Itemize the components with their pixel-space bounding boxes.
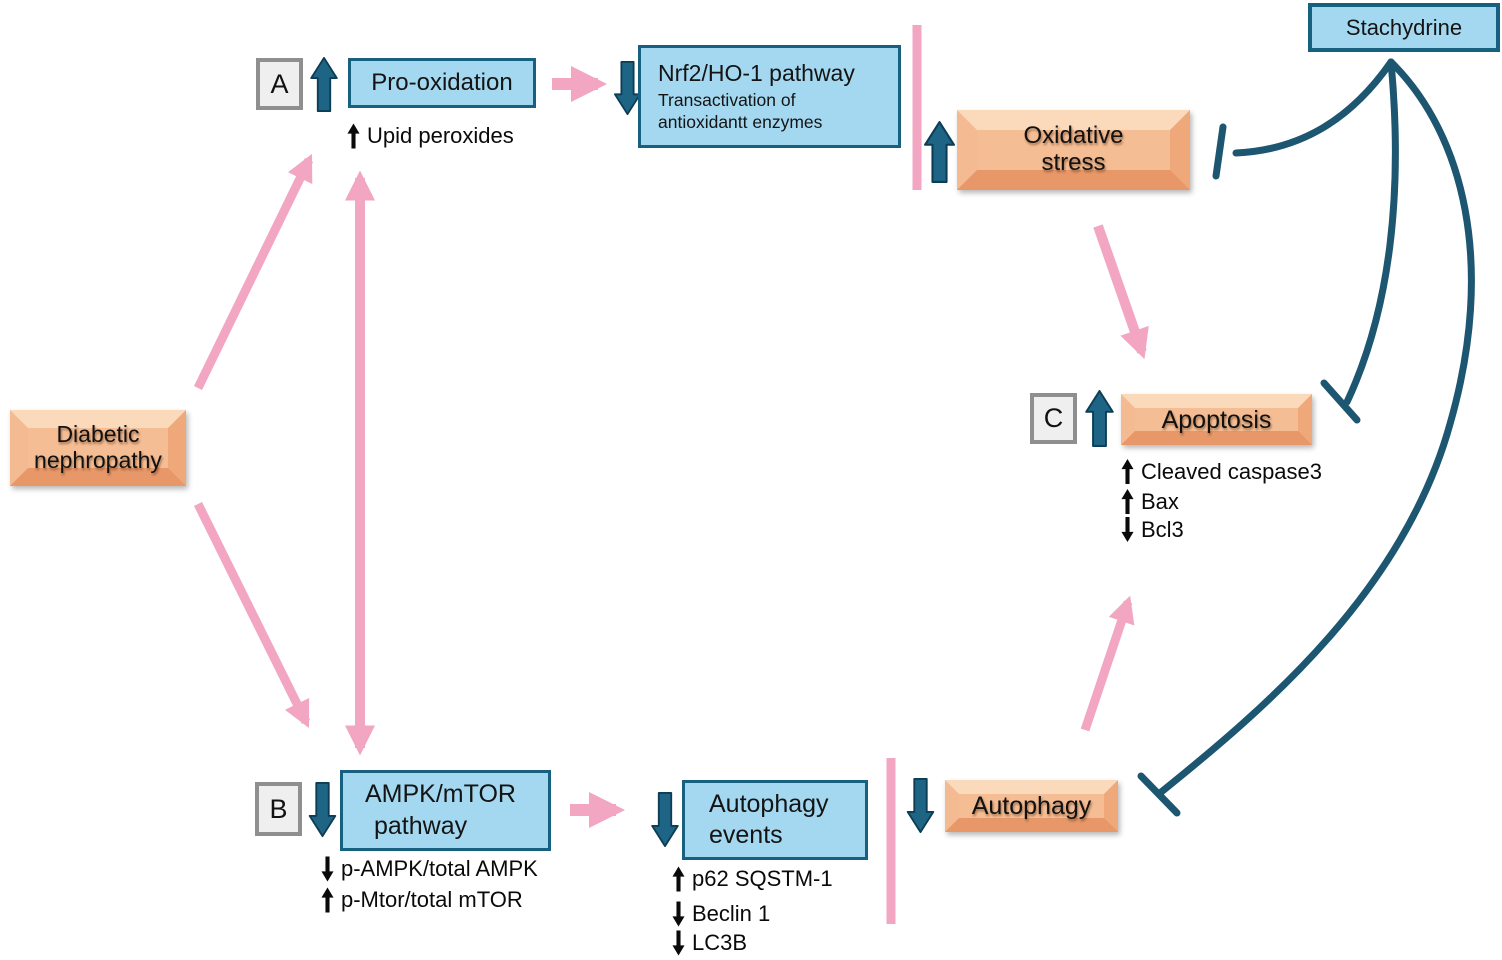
node-oxidative-stress: Oxidative stress (957, 110, 1190, 190)
marker-text: p62 SQSTM-1 (692, 866, 833, 891)
down-arrow-icon (1121, 516, 1134, 543)
down-arrow-icon (672, 930, 685, 956)
trend-up-arrow-icon (310, 57, 338, 112)
marker-text: p-Mtor/total mTOR (341, 887, 523, 912)
marker-p-mtor-ratio: p-Mtor/total mTOR (321, 887, 523, 913)
plaque-bevel (10, 410, 186, 486)
trend-down-arrow-icon (651, 792, 679, 847)
marker-text: p-AMPK/total AMPK (341, 856, 538, 881)
up-arrow-icon (321, 887, 334, 913)
node-pro-oxidation: Pro-oxidation (348, 58, 536, 108)
node-label-line2: stress (1041, 149, 1106, 176)
trend-up-arrow-icon (924, 121, 955, 183)
node-label: Apoptosis (1161, 405, 1272, 434)
inhibition-stachydrine-to-oxidative-stress (1212, 58, 1395, 180)
node-label-line1: Diabetic (56, 421, 140, 448)
node-label-line2: nephropathy (34, 447, 162, 473)
marker-cleaved-caspase3: Cleaved caspase3 (1121, 458, 1322, 485)
plaque-bevel (945, 780, 1118, 832)
node-ampk-mtor-pathway: AMPK/mTOR pathway (340, 770, 551, 851)
marker-text: Cleaved caspase3 (1141, 458, 1323, 484)
node-title: Nrf2/HO-1 pathway (658, 60, 855, 87)
node-label-line2: events (709, 821, 783, 849)
up-arrow-icon (1121, 488, 1134, 515)
trend-up-arrow-icon (1085, 390, 1114, 447)
marker-lipid-peroxides: Upid peroxides (347, 123, 514, 149)
arrow-diabetic-to-ampk (193, 502, 311, 729)
node-apoptosis: Apoptosis (1121, 394, 1312, 445)
arrow-oxstress-to-apoptosis (1093, 224, 1149, 360)
marker-text: LC3B (692, 930, 748, 955)
node-label-line2: pathway (374, 811, 468, 840)
node-label-line1: AMPK/mTOR (365, 780, 516, 809)
plaque-bevel (957, 110, 1190, 190)
marker-lc3b: LC3B (672, 930, 747, 956)
node-label: Autophagy (971, 792, 1092, 820)
marker-text: Bax (1141, 488, 1179, 514)
panel-label-c: C (1030, 393, 1077, 444)
node-label-line1: Autophagy (709, 789, 829, 818)
node-nrf2-ho1-pathway: Nrf2/HO-1 pathway Transactivation of ant… (638, 45, 901, 148)
node-autophagy-events: Autophagy events (682, 780, 868, 860)
trend-down-arrow-icon (614, 61, 641, 115)
node-diabetic-nephropathy: Diabetic nephropathy (10, 410, 186, 486)
node-stachydrine: Stachydrine (1308, 3, 1500, 52)
marker-p62-sqstm1: p62 SQSTM-1 (672, 866, 833, 892)
panel-label-a: A (256, 58, 303, 110)
marker-text: Beclin 1 (692, 901, 771, 926)
marker-text: Upid peroxides (367, 123, 514, 148)
arrow-diabetic-to-prooxidation (193, 153, 314, 390)
marker-p-ampk-ratio: p-AMPK/total AMPK (321, 856, 538, 882)
arrow-autophagy-to-apoptosis (1080, 595, 1135, 732)
panel-label-b: B (255, 782, 302, 836)
panel-letter: A (270, 68, 289, 99)
inhibition-stachydrine-to-apoptosis (1320, 58, 1399, 424)
panel-letter: B (269, 793, 288, 824)
node-autophagy: Autophagy (945, 780, 1118, 832)
node-label-line1: Oxidative (1023, 122, 1124, 150)
node-label: Pro-oxidation (371, 69, 513, 96)
up-arrow-icon (1121, 458, 1134, 485)
marker-beclin1: Beclin 1 (672, 901, 770, 927)
inhibition-stachydrine-to-autophagy (1137, 58, 1475, 817)
trend-down-arrow-icon (308, 782, 337, 837)
panel-letter: C (1043, 403, 1064, 433)
down-arrow-icon (672, 901, 685, 927)
node-label: Stachydrine (1345, 14, 1463, 40)
plaque-bevel (1121, 394, 1312, 445)
trend-down-arrow-icon (906, 778, 935, 833)
node-subtitle: Transactivation of antioxidantt enzymes (658, 90, 823, 132)
marker-bax: Bax (1121, 488, 1179, 515)
down-arrow-icon (321, 856, 334, 882)
up-arrow-icon (347, 123, 360, 149)
marker-text: Bcl3 (1141, 516, 1184, 542)
marker-bcl3: Bcl3 (1121, 516, 1184, 543)
up-arrow-icon (672, 866, 685, 892)
